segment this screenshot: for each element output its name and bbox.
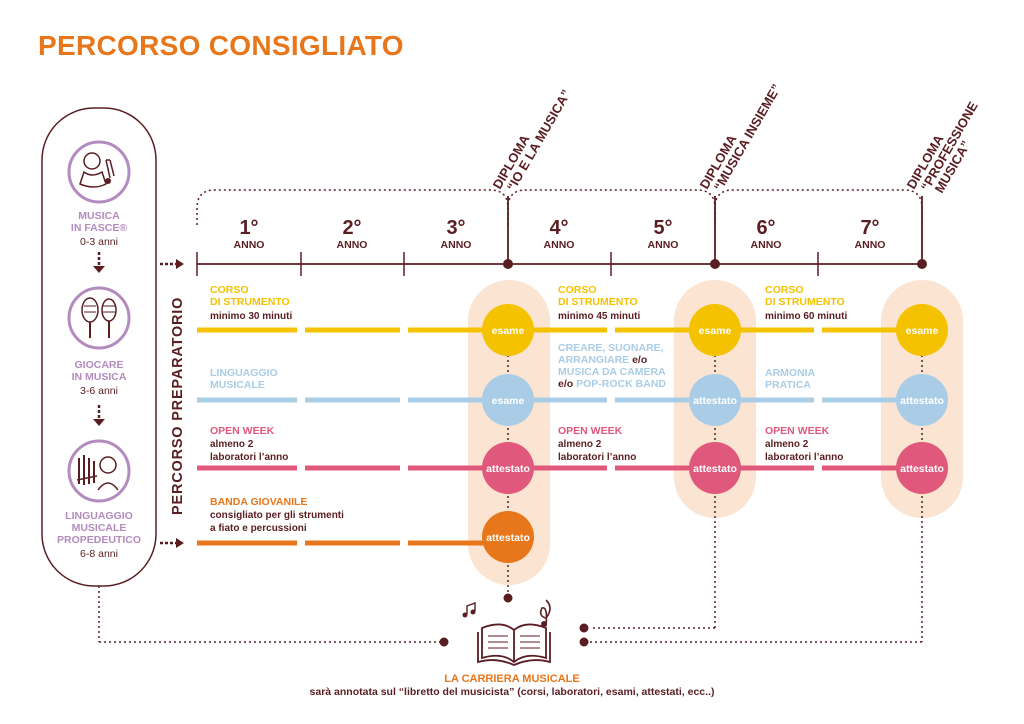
row-title: DI STRUMENTO: [558, 296, 638, 308]
row-title: CORSO: [210, 284, 249, 296]
arrow-right-icon: [160, 538, 184, 548]
row-title: ARMONIA: [765, 367, 816, 379]
stage-title: IN MUSICA: [72, 371, 127, 383]
preparatory-label: PERCORSO PREPARATORIO: [170, 297, 186, 515]
circle-label: attestato: [900, 395, 944, 407]
row-title: MUSICALE: [210, 379, 265, 391]
certificate-circle: [689, 374, 741, 426]
stage-title: IN FASCE®: [71, 222, 127, 234]
stage-age: 0-3 anni: [80, 236, 118, 248]
arrow-right-icon: [160, 259, 184, 269]
connector-dot: [503, 593, 513, 603]
row-subtitle: a fiato e percussioni: [210, 523, 307, 534]
year-number: 6°: [756, 217, 775, 239]
circle-label: attestato: [693, 395, 737, 407]
row-title: e/o POP-ROCK BAND: [558, 378, 666, 390]
row-title: OPEN WEEK: [558, 425, 623, 437]
row-subtitle: minimo 45 minuti: [558, 311, 640, 322]
circle-label: attestato: [693, 463, 737, 475]
row-title: ARRANGIARE e/o: [558, 354, 647, 366]
row-subtitle: laboratori l’anno: [558, 452, 636, 463]
circle-label: attestato: [486, 463, 530, 475]
cycle-bracket-3: [714, 189, 923, 225]
diploma-marker-dot: [503, 259, 513, 269]
certificate-circle: [482, 442, 534, 494]
exam-circle: [896, 304, 948, 356]
year-label: ANNO: [751, 239, 782, 251]
row-title: OPEN WEEK: [765, 425, 830, 437]
year-label: ANNO: [234, 239, 265, 251]
year-number: 2°: [342, 217, 361, 239]
circle-label: esame: [492, 325, 525, 337]
year-label: ANNO: [648, 239, 679, 251]
row-subtitle: minimo 30 minuti: [210, 311, 292, 322]
year-label: ANNO: [544, 239, 575, 251]
baby-icon: [67, 140, 131, 204]
xylophone-child-icon: [67, 439, 131, 503]
circle-label: esame: [492, 395, 525, 407]
music-book-icon: [462, 599, 551, 666]
year-number: 7°: [860, 217, 879, 239]
row-title: BANDA GIOVANILE: [210, 496, 307, 508]
row-subtitle: almeno 2: [210, 439, 254, 450]
diploma-marker-dot: [710, 259, 720, 269]
circle-label: attestato: [900, 463, 944, 475]
exam-circle: [689, 304, 741, 356]
year-number: 1°: [239, 217, 258, 239]
footer-subtitle: sarà annotata sul “libretto del musicist…: [309, 686, 715, 698]
row-title: LINGUAGGIO: [210, 367, 278, 379]
arrow-down-icon: [93, 252, 105, 273]
row-title: DI STRUMENTO: [765, 296, 845, 308]
certificate-circle: [689, 442, 741, 494]
stage-title: LINGUAGGIO: [65, 510, 133, 522]
row-subtitle: minimo 60 minuti: [765, 311, 847, 322]
diploma-column-1: [468, 280, 550, 585]
circle-label: esame: [906, 325, 939, 337]
stage-title: GIOCARE: [74, 359, 123, 371]
row-title: CORSO: [765, 284, 804, 296]
footer-title: LA CARRIERA MUSICALE: [444, 673, 580, 685]
stage-age: 3-6 anni: [80, 385, 118, 397]
stage-title: MUSICALE: [72, 522, 127, 534]
circle-label: attestato: [486, 532, 530, 544]
year-label: ANNO: [337, 239, 368, 251]
stage-age: 6-8 anni: [80, 548, 118, 560]
year-number: 4°: [549, 217, 568, 239]
row-subtitle: laboratori l’anno: [765, 452, 843, 463]
certificate-circle: [896, 442, 948, 494]
row-title: MUSICA DA CAMERA: [558, 366, 666, 378]
connector-dot: [579, 623, 589, 633]
row-title: CREARE, SUONARE,: [558, 342, 664, 354]
connector-dot: [439, 637, 449, 647]
year-number: 3°: [446, 217, 465, 239]
year-ticks: [196, 252, 819, 276]
page-title: PERCORSO CONSIGLIATO: [38, 30, 404, 61]
year-number: 5°: [653, 217, 672, 239]
certificate-circle: [896, 374, 948, 426]
stage-title: MUSICA: [78, 210, 120, 222]
diploma-marker-dot: [917, 259, 927, 269]
cycle-bracket-2: [507, 189, 716, 225]
year-label: ANNO: [441, 239, 472, 251]
year-label: ANNO: [855, 239, 886, 251]
row-subtitle: consigliato per gli strumenti: [210, 510, 344, 521]
row-subtitle: almeno 2: [558, 439, 602, 450]
stage-title: PROPEDEUTICO: [57, 534, 141, 546]
diploma-label: “MUSICA INSIEME”: [711, 81, 784, 193]
row-title: DI STRUMENTO: [210, 296, 290, 308]
row-title: PRATICA: [765, 379, 811, 391]
row-subtitle: almeno 2: [765, 439, 809, 450]
row-subtitle: laboratori l’anno: [210, 452, 288, 463]
arrow-down-icon: [93, 405, 105, 426]
exam-circle: [482, 304, 534, 356]
certificate-circle: [482, 511, 534, 563]
exam-circle: [482, 374, 534, 426]
row-title: CORSO: [558, 284, 597, 296]
connector-dot: [579, 637, 589, 647]
row-title: OPEN WEEK: [210, 425, 275, 437]
maracas-icon: [67, 286, 131, 350]
circle-label: esame: [699, 325, 732, 337]
